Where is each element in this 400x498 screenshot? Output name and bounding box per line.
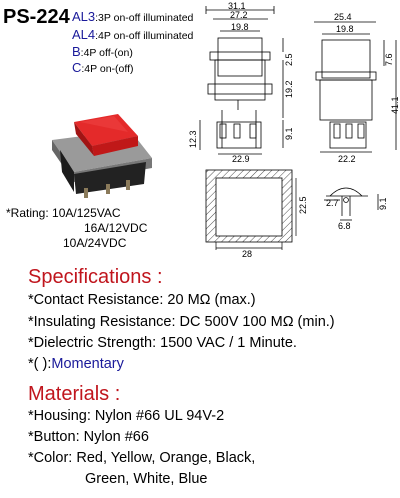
dim-front-12-3: 12.3 bbox=[188, 130, 198, 148]
front-view-drawing: 31.1 27.2 19.8 22.9 2.5 19.2 9.1 12.3 bbox=[188, 1, 294, 164]
variant-desc: :3P on-off illuminated bbox=[95, 12, 194, 24]
dim-terminal-9-1: 9.1 bbox=[378, 197, 388, 210]
side-view-drawing: 25.4 19.8 22.2 7.6 41.1 bbox=[314, 12, 400, 164]
rating-line: 10A/125VAC bbox=[52, 206, 121, 220]
dim-front-upper-width: 27.2 bbox=[230, 10, 248, 20]
rating-line: 16A/12VDC bbox=[84, 221, 148, 235]
dim-side-bottom-width: 22.2 bbox=[338, 154, 356, 164]
specifications-heading: Specifications : bbox=[28, 266, 163, 288]
variant-c: C:4P on-(off) bbox=[72, 60, 134, 75]
variant-b: B:4P off-(on) bbox=[72, 44, 133, 59]
variant-code: B bbox=[72, 44, 81, 59]
dim-terminal-6-8: 6.8 bbox=[338, 221, 351, 231]
dim-terminal-2-7: 2.7 bbox=[326, 198, 339, 208]
material-color-continued: Green, White, Blue bbox=[85, 471, 208, 487]
material-button: *Button: Nylon #66 bbox=[28, 429, 149, 445]
rating-label: *Rating: bbox=[6, 206, 49, 220]
dim-panel-height: 22.5 bbox=[298, 196, 308, 214]
dim-side-button-width: 19.8 bbox=[336, 24, 354, 34]
materials-heading: Materials : bbox=[28, 383, 121, 405]
rating-line: 10A/24VDC bbox=[63, 236, 127, 250]
dim-side-total-width: 25.4 bbox=[334, 12, 352, 22]
rating-block: *Rating: 10A/125VAC 16A/12VDC 10A/24VDC bbox=[6, 206, 147, 251]
material-color: *Color: Red, Yellow, Orange, Black, bbox=[28, 450, 256, 466]
spec-dielectric-strength: *Dielectric Strength: 1500 VAC / 1 Minut… bbox=[28, 335, 297, 351]
spec-contact-resistance: *Contact Resistance: 20 MΩ (max.) bbox=[28, 292, 256, 308]
variant-desc: :4P on-(off) bbox=[81, 63, 134, 75]
dim-front-button-width: 19.8 bbox=[231, 22, 249, 32]
switch-photo bbox=[52, 114, 152, 198]
spec-insulating-resistance: *Insulating Resistance: DC 500V 100 MΩ (… bbox=[28, 314, 335, 330]
terminal-detail-drawing: 2.7 9.1 6.8 bbox=[324, 187, 388, 231]
momentary-prefix: *( ): bbox=[28, 356, 52, 372]
dim-front-total-width: 31.1 bbox=[228, 1, 246, 11]
dim-front-2-5: 2.5 bbox=[284, 53, 294, 66]
material-housing: *Housing: Nylon #66 UL 94V-2 bbox=[28, 408, 225, 424]
dim-side-7-6: 7.6 bbox=[384, 53, 394, 66]
variant-desc: :4P on-off illuminated bbox=[95, 30, 194, 42]
variant-code: AL3 bbox=[72, 9, 96, 24]
dim-front-19-2: 19.2 bbox=[284, 80, 294, 98]
variant-al4: AL4:4P on-off illuminated bbox=[72, 27, 193, 42]
dim-side-height: 41.1 bbox=[390, 96, 400, 114]
variant-code: C bbox=[72, 60, 82, 75]
variant-desc: :4P off-(on) bbox=[80, 47, 133, 59]
momentary-label: Momentary bbox=[51, 356, 124, 372]
dim-panel-width: 28 bbox=[242, 249, 252, 258]
variant-code: AL4 bbox=[72, 27, 96, 42]
variant-al3: AL3:3P on-off illuminated bbox=[72, 9, 193, 24]
dim-front-bottom-width: 22.9 bbox=[232, 154, 250, 164]
dim-front-9-1: 9.1 bbox=[284, 127, 294, 140]
panel-cutout-drawing: 22.5 28 bbox=[205, 169, 308, 258]
model-number: PS-224 bbox=[3, 6, 70, 28]
spec-momentary: *( ):Momentary bbox=[28, 356, 124, 372]
